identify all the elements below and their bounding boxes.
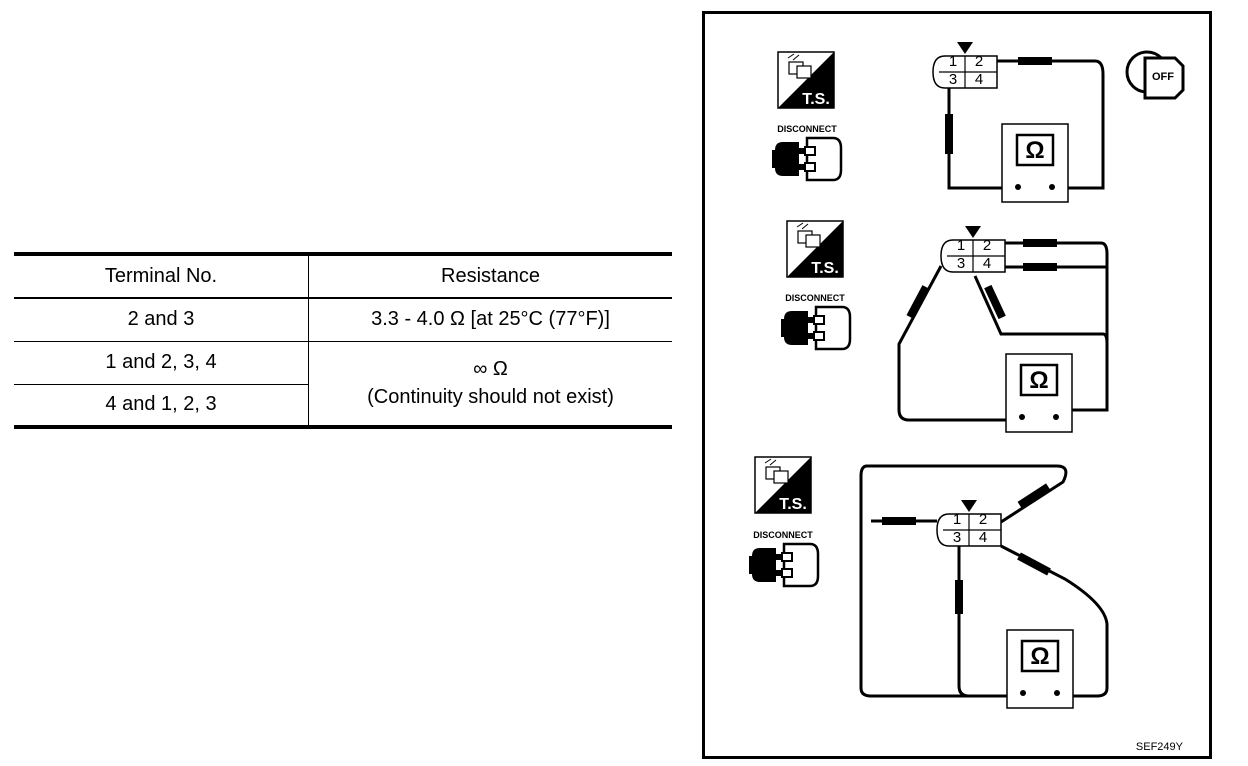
- terminal-4-label: 4: [983, 255, 991, 272]
- step3-test-wiring: [859, 464, 1109, 698]
- terminal-1-label: 1: [957, 237, 965, 254]
- ohm-symbol: Ω: [1025, 137, 1044, 164]
- terminal-4-label: 4: [975, 71, 983, 88]
- resistance-cell: 3.3 - 4.0 Ω [at 25°C (77°F)]: [308, 298, 672, 342]
- step2-ohmmeter: Ω: [1004, 352, 1074, 434]
- disconnect-label: DISCONNECT: [753, 530, 813, 540]
- step1-ohmmeter: Ω: [1000, 122, 1070, 204]
- resistance-spec-table: Terminal No. Resistance 2 and 3 3.3 - 4.…: [14, 252, 672, 429]
- terminal-2-label: 2: [975, 53, 983, 70]
- terminal-4-label: 4: [979, 529, 987, 546]
- terminal-cell: 1 and 2, 3, 4: [14, 341, 309, 385]
- table-row: 1 and 2, 3, 4 ∞ Ω (Continuity should not…: [14, 341, 672, 429]
- step1-test-wiring: [945, 57, 1105, 190]
- terminal-3-label: 3: [957, 255, 965, 272]
- ignition-off-label: OFF: [1152, 71, 1174, 83]
- figure-code: SEF249Y: [1136, 741, 1184, 753]
- table-row: 2 and 3 3.3 - 4.0 Ω [at 25°C (77°F)]: [14, 298, 672, 342]
- ohm-symbol: Ω: [1029, 367, 1048, 394]
- disconnect-label: DISCONNECT: [785, 293, 845, 303]
- infinity-ohm-symbol: ∞ Ω: [473, 358, 508, 381]
- header-terminal-no: Terminal No.: [14, 252, 309, 299]
- terminal-3-label: 3: [949, 71, 957, 88]
- step3-ohmmeter: Ω: [1005, 628, 1075, 710]
- resistance-cell-merged: ∞ Ω (Continuity should not exist): [308, 341, 672, 429]
- disconnect-connector-icon: [779, 305, 852, 351]
- step3-sensor-connector: 1 2 3 4: [936, 499, 1002, 547]
- wiring-diagram: T.S. DISCONNECT 1 2 3 4 Ω OFF: [747, 41, 1185, 753]
- continuity-note: (Continuity should not exist): [367, 386, 614, 409]
- terminal-2-label: 2: [979, 511, 987, 528]
- step3-ts-icon: T.S.: [754, 456, 812, 514]
- disconnect-connector-icon: [770, 136, 843, 182]
- step2-ts-icon: T.S.: [786, 220, 844, 278]
- terminal-cell: 2 and 3: [14, 298, 309, 342]
- step2-sensor-connector: 1 2 3 4: [940, 225, 1006, 273]
- disconnect-label: DISCONNECT: [777, 124, 837, 134]
- table-row: 4 and 1, 2, 3: [14, 384, 672, 429]
- disconnect-connector-icon: [747, 542, 820, 588]
- ts-label: T.S.: [779, 496, 807, 513]
- terminal-1-label: 1: [953, 511, 961, 528]
- ohm-symbol: Ω: [1030, 643, 1049, 670]
- table-header-row: Terminal No. Resistance: [14, 252, 672, 299]
- ts-label: T.S.: [811, 260, 839, 277]
- wiring-diagram-frame: T.S. DISCONNECT 1 2 3 4 Ω OFF: [702, 11, 1212, 759]
- ts-label: T.S.: [802, 91, 830, 108]
- header-resistance: Resistance: [308, 252, 672, 299]
- terminal-cell: 4 and 1, 2, 3: [14, 384, 309, 429]
- terminal-1-label: 1: [949, 53, 957, 70]
- step1-ts-icon: T.S.: [777, 51, 835, 109]
- terminal-2-label: 2: [983, 237, 991, 254]
- step1-sensor-connector: 1 2 3 4: [932, 41, 998, 89]
- ignition-key-icon: OFF: [1125, 50, 1185, 100]
- terminal-3-label: 3: [953, 529, 961, 546]
- step2-test-wiring: [897, 239, 1109, 422]
